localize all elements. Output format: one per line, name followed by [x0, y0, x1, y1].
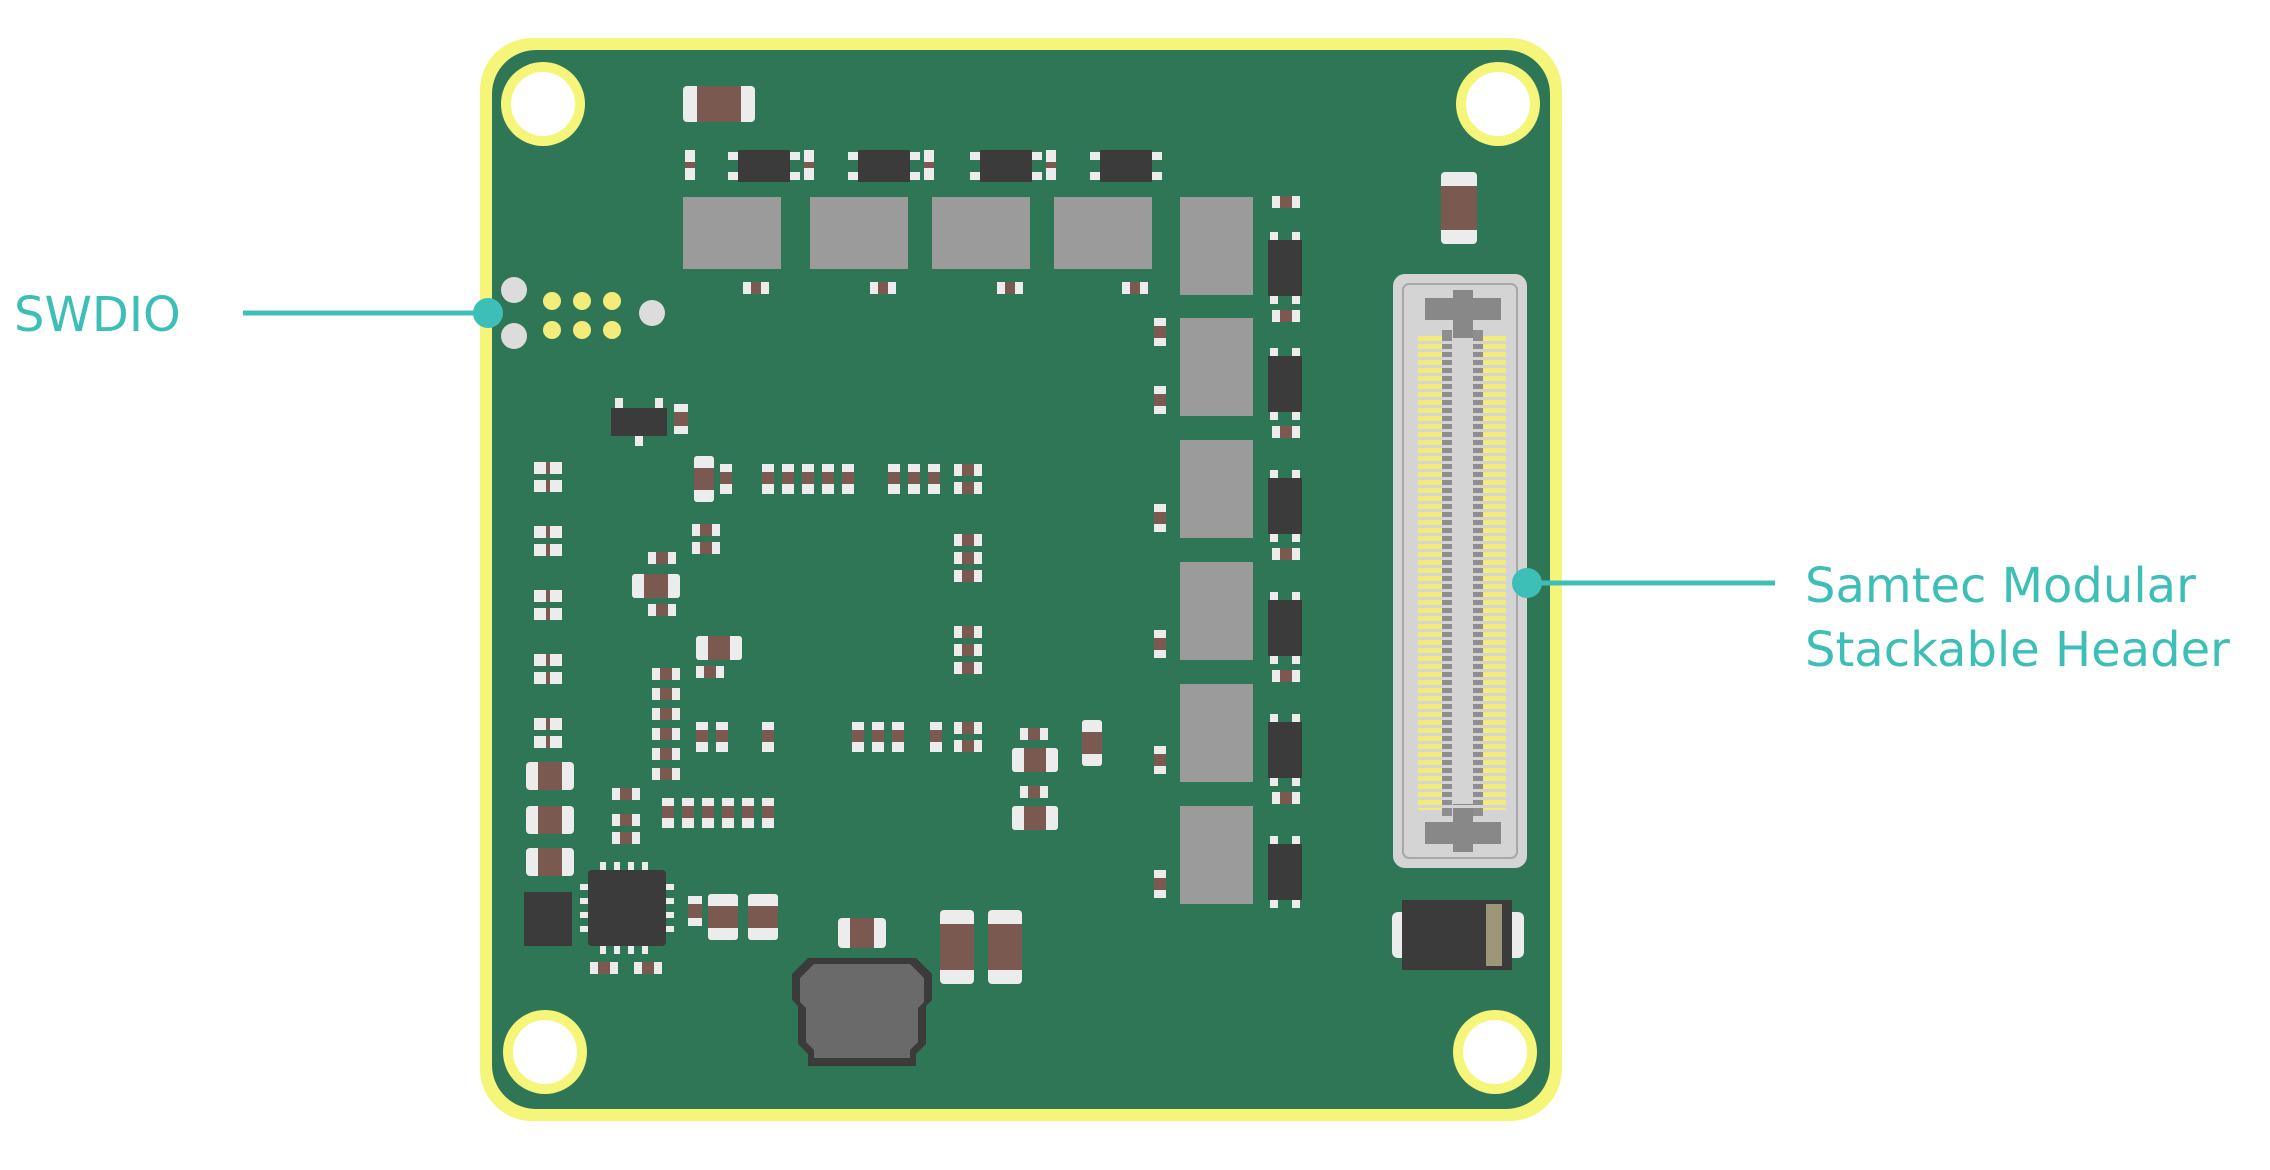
transistor-column — [1268, 196, 1302, 908]
samtec-header — [1393, 274, 1527, 868]
samtec-marker — [1512, 568, 1542, 598]
right-inductor-column — [1154, 197, 1253, 904]
swdio-marker — [473, 298, 503, 328]
callout-swdio — [243, 298, 503, 328]
swdio-label: SWDIO — [14, 287, 181, 343]
mounting-holes — [501, 62, 1540, 1094]
sot-transistor — [611, 398, 688, 446]
swd-connector — [501, 277, 665, 349]
callout-samtec — [1512, 568, 1775, 598]
top-ic-row — [685, 150, 1162, 182]
samtec-label-line1: Samtec Modular — [1805, 558, 2196, 614]
top-inductor-row — [683, 197, 1152, 294]
diode — [1392, 900, 1524, 970]
power-inductor — [792, 958, 932, 1066]
samtec-label-line2: Stackable Header — [1805, 622, 2230, 678]
passive-components — [524, 456, 1102, 984]
resistor — [683, 86, 755, 122]
capacitor — [1441, 172, 1477, 244]
